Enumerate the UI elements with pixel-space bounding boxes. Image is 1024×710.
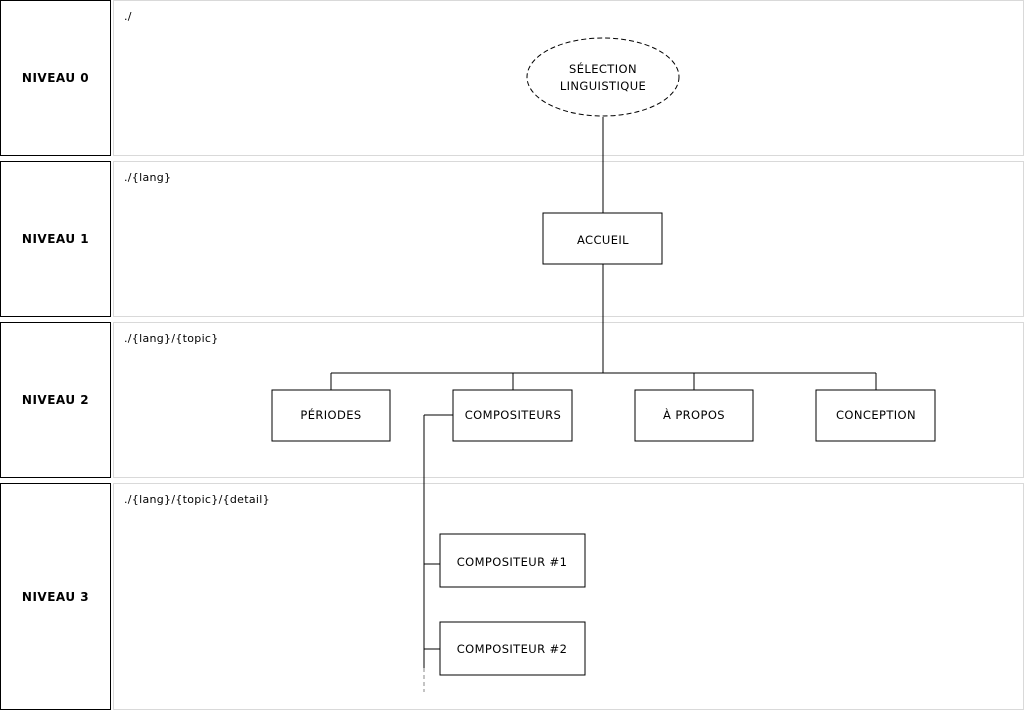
node-design: CONCEPTION xyxy=(815,389,936,442)
level-0-label-text: NIVEAU 0 xyxy=(21,71,90,85)
level-2-path: ./{lang}/{topic} xyxy=(124,332,219,345)
node-periods-box xyxy=(271,389,391,442)
level-2-label-text: NIVEAU 2 xyxy=(21,393,90,407)
node-composers-box xyxy=(452,389,573,442)
level-2-label: NIVEAU 2 xyxy=(0,322,111,478)
node-composer1-box xyxy=(439,533,586,588)
node-composer2-label: COMPOSITEUR #2 xyxy=(457,642,568,656)
node-composers-label: COMPOSITEURS xyxy=(465,408,561,422)
node-root-line2: LINGUISTIQUE xyxy=(560,79,646,93)
node-home: ACCUEIL xyxy=(542,212,663,265)
node-root-shape xyxy=(526,37,680,117)
node-composer2-box xyxy=(439,621,586,676)
node-composer2: COMPOSITEUR #2 xyxy=(439,621,586,676)
level-3-path: ./{lang}/{topic}/{detail} xyxy=(124,493,270,506)
node-periods: PÉRIODES xyxy=(271,389,391,442)
level-0-label: NIVEAU 0 xyxy=(0,0,111,156)
node-home-box xyxy=(542,212,663,265)
node-about-box xyxy=(634,389,754,442)
node-composer1-label: COMPOSITEUR #1 xyxy=(457,555,568,569)
node-about-label: À PROPOS xyxy=(663,407,725,422)
level-1-label-text: NIVEAU 1 xyxy=(21,232,90,246)
node-root: SÉLECTION LINGUISTIQUE xyxy=(526,37,680,117)
node-home-label: ACCUEIL xyxy=(577,233,629,247)
node-periods-label: PÉRIODES xyxy=(300,407,361,422)
connector-lines xyxy=(330,117,877,692)
node-composers: COMPOSITEURS xyxy=(452,389,573,442)
level-3-label-text: NIVEAU 3 xyxy=(21,589,90,604)
node-root-line1: SÉLECTION xyxy=(569,61,637,76)
level-1-path: ./{lang} xyxy=(124,171,172,184)
level-0-path: ./ xyxy=(124,10,132,23)
node-about: À PROPOS xyxy=(634,389,754,442)
node-design-box xyxy=(815,389,936,442)
node-composer1: COMPOSITEUR #1 xyxy=(439,533,586,588)
node-design-label: CONCEPTION xyxy=(836,408,916,422)
level-1-label: NIVEAU 1 xyxy=(0,161,111,317)
